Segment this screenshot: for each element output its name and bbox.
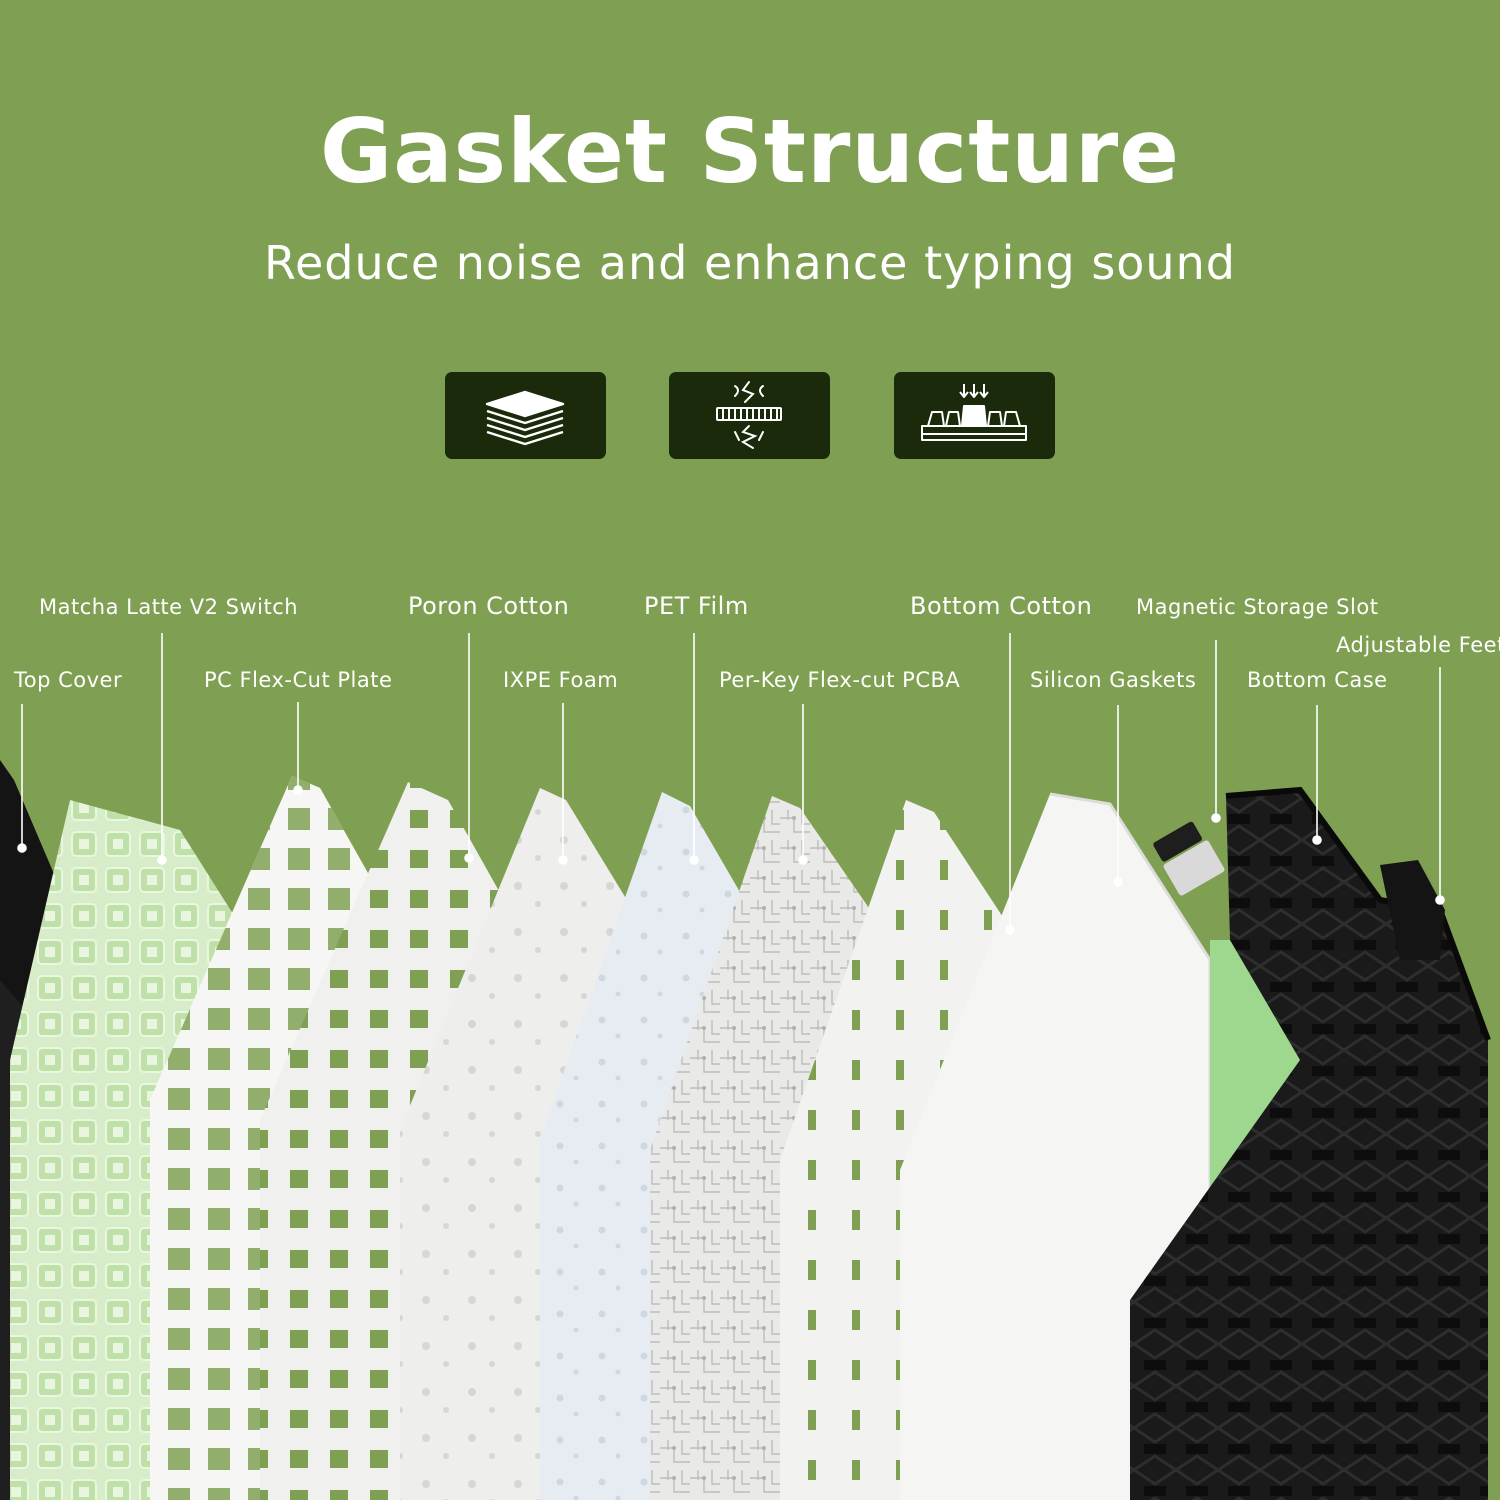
label-adjustable-feet: Adjustable Feet: [1336, 633, 1500, 657]
feature-keyboard-box: [894, 372, 1055, 459]
layers-icon: [485, 390, 565, 446]
adjustable-foot: [1380, 860, 1445, 960]
label-top-cover: Top Cover: [14, 668, 123, 692]
page-title: Gasket Structure: [320, 100, 1180, 203]
label-storage-slot: Magnetic Storage Slot: [1136, 595, 1379, 619]
label-silicon-gaskets: Silicon Gaskets: [1030, 668, 1197, 692]
keyboard-press-icon: [921, 384, 1027, 441]
label-poron-cotton: Poron Cotton: [408, 592, 570, 620]
feature-layers-box: [445, 372, 606, 459]
label-switch: Matcha Latte V2 Switch: [39, 595, 299, 619]
label-pcba: Per-Key Flex-cut PCBA: [719, 668, 961, 692]
usb-receiver: [1153, 821, 1225, 896]
leader-lines: [17, 633, 1445, 935]
label-plate: PC Flex-Cut Plate: [204, 668, 393, 692]
label-bottom-case: Bottom Case: [1247, 668, 1388, 692]
label-pet-film: PET Film: [644, 592, 749, 620]
bottom-case-layer: [1130, 786, 1491, 1500]
page-subtitle: Reduce noise and enhance typing sound: [264, 236, 1236, 290]
label-bottom-cotton: Bottom Cotton: [910, 592, 1093, 620]
label-ixpe-foam: IXPE Foam: [503, 668, 619, 692]
sound-dampening-icon: [716, 381, 782, 449]
feature-sound-box: [669, 372, 830, 459]
